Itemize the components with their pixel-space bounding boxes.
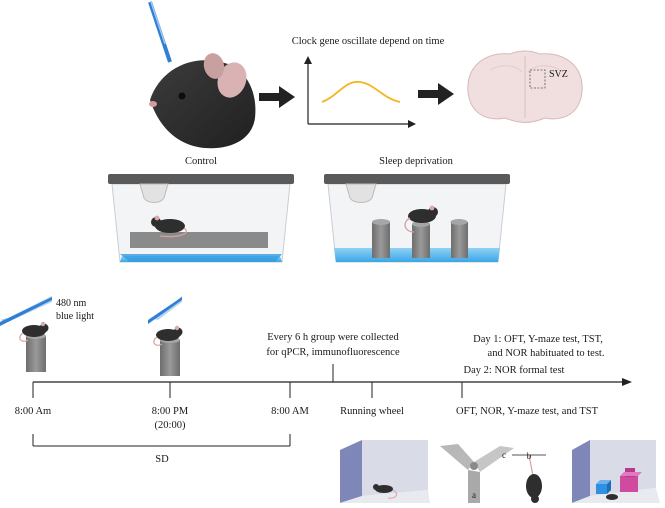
control-mouse [151, 215, 187, 238]
pillar-mouse-1 [19, 321, 49, 372]
collection-note-line2: for qPCR, immunofluorescence [266, 347, 400, 358]
collection-note-line1: Every 6 h group were collected [267, 332, 399, 343]
tick-label-evening: 8:00 PM [152, 406, 189, 417]
tick-label-next-morning: 8:00 AM [271, 406, 309, 417]
clock-gene-caption: Clock gene oscillate depend on time [292, 36, 445, 47]
open-field-box [340, 440, 430, 503]
timeline-axis [32, 364, 632, 398]
optical-fiber [148, 1, 172, 63]
y-maze-arm-b: b [527, 451, 532, 461]
tail-suspension [512, 454, 546, 503]
control-cage [108, 174, 294, 263]
tick-label-start: 8:00 Am [15, 406, 51, 417]
y-maze-arm-a: a [472, 490, 476, 500]
light-wavelength: 480 nm [56, 298, 87, 309]
novel-object-pink [620, 468, 642, 492]
blue-light-beam-1 [0, 296, 52, 326]
day1-note-line2: and NOR habituated to test. [488, 348, 605, 359]
day1-note-line1: Day 1: OFT, Y-maze test, TST, [473, 334, 603, 345]
y-maze [440, 444, 514, 503]
light-color: blue light [56, 311, 94, 322]
sd-label: SD [155, 454, 169, 465]
y-maze-arm-c: c [502, 450, 506, 460]
blue-light-beam-2 [148, 296, 182, 324]
sd-mouse [404, 205, 438, 233]
control-label: Control [185, 156, 217, 167]
day2-note: Day 2: NOR formal test [464, 365, 565, 376]
sd-bracket [32, 434, 291, 447]
flow-arrow-2 [418, 83, 454, 105]
svz-label: SVZ [549, 69, 568, 80]
flow-arrow-1 [259, 86, 295, 108]
clock-gene-chart [304, 56, 416, 128]
sleep-deprivation-cage [324, 174, 510, 263]
novel-object-blue [596, 480, 611, 494]
pillar-mouse-2 [153, 325, 183, 376]
nor-box [572, 440, 660, 503]
mouse-head-illustration [149, 53, 256, 149]
oscillation-curve [321, 81, 401, 103]
tick-label-running-wheel: Running wheel [340, 406, 404, 417]
brain-section-illustration [467, 50, 583, 123]
sleep-deprivation-label: Sleep deprivation [379, 156, 454, 167]
tick-label-behavior-tests: OFT, NOR, Y-maze test, and TST [456, 406, 599, 417]
tick-label-evening-sub: (20:00) [155, 420, 186, 431]
